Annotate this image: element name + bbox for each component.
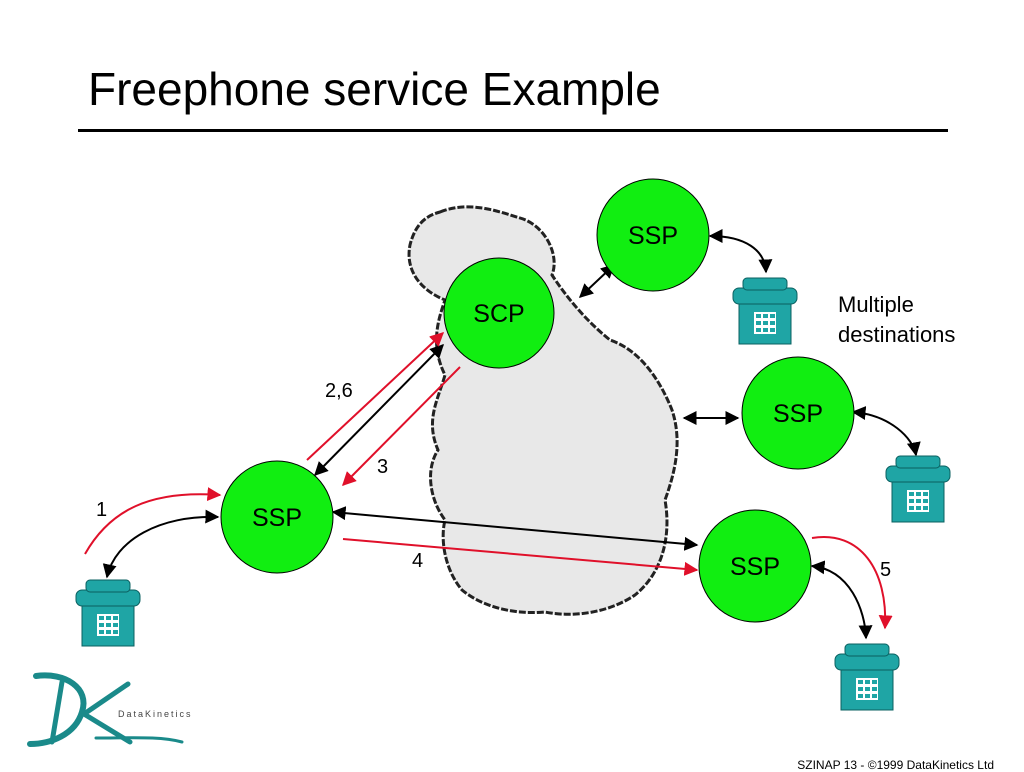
node-ssp-bottom-label: SSP <box>730 553 780 581</box>
node-scp: SCP <box>443 257 555 369</box>
logo-text: DataKinetics <box>118 709 193 719</box>
telephone-bottom-icon <box>834 643 900 711</box>
link-phone-bottom <box>810 560 873 640</box>
note-line-1: Multiple <box>838 292 914 317</box>
telephone-origin-icon <box>75 579 141 647</box>
link-phone-origin <box>102 509 220 579</box>
link-ssp-origin-scp <box>314 344 444 476</box>
node-ssp-origin-label: SSP <box>252 504 302 532</box>
link-scp-ssp-top <box>578 264 616 298</box>
signal-arrow-5 <box>811 535 893 630</box>
telephone-top-icon <box>732 277 798 345</box>
node-ssp-middle-label: SSP <box>773 400 823 428</box>
signal-arrow-4 <box>342 538 699 576</box>
link-ssp-origin-ssp-bottom <box>331 506 699 551</box>
step-label-4: 4 <box>412 550 423 572</box>
multiple-destinations-note: Multiple destinations <box>838 290 955 350</box>
step-label-5: 5 <box>880 559 891 581</box>
node-ssp-top: SSP <box>596 178 710 292</box>
signal-arrow-1 <box>84 487 222 555</box>
node-ssp-bottom: SSP <box>698 509 812 623</box>
note-line-2: destinations <box>838 322 956 347</box>
node-ssp-origin: SSP <box>220 460 334 574</box>
step-label-2-6: 2,6 <box>325 380 353 402</box>
signal-arrow-3 <box>342 366 461 486</box>
node-ssp-top-label: SSP <box>628 222 678 250</box>
step-label-3: 3 <box>377 456 388 478</box>
node-ssp-middle: SSP <box>741 356 855 470</box>
title-underline <box>78 129 948 132</box>
signal-arrow-2 <box>306 332 445 461</box>
datakinetics-logo: DataKinetics <box>27 672 193 747</box>
link-phone-middle <box>851 406 921 457</box>
slide-title: Freephone service Example <box>88 63 661 115</box>
step-label-1: 1 <box>96 499 107 521</box>
link-phone-top <box>708 229 773 274</box>
footer-copyright: SZINAP 13 - ©1999 DataKinetics Ltd <box>797 758 994 772</box>
node-scp-label: SCP <box>473 300 524 328</box>
telephone-middle-icon <box>885 455 951 523</box>
